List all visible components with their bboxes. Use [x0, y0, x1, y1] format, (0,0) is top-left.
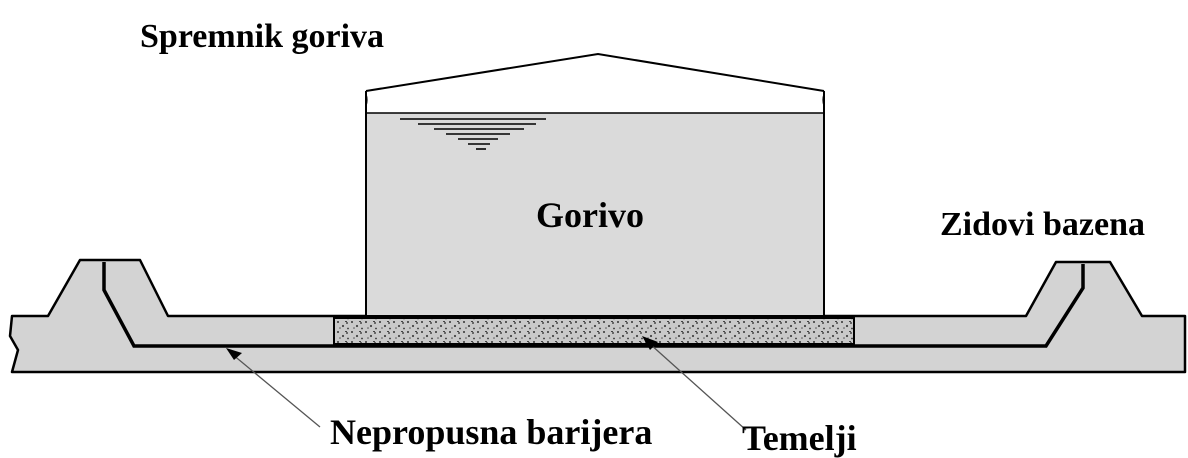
tank-headspace — [367, 91, 823, 113]
fuel-level-marker — [400, 118, 546, 150]
label-fuel-tank: Spremnik goriva — [140, 18, 385, 55]
label-impermeable-barrier: Nepropusna barijera — [330, 412, 653, 452]
leader-lines — [231, 343, 747, 431]
barrier-arrowhead — [226, 348, 242, 360]
label-fuel: Gorivo — [536, 195, 644, 235]
foundation — [333, 317, 855, 345]
foundation-arrowhead — [642, 336, 658, 350]
impermeable-barrier — [102, 262, 1085, 348]
label-foundation: Temelji — [742, 418, 857, 458]
label-bund-walls: Zidovi bazena — [940, 206, 1145, 243]
